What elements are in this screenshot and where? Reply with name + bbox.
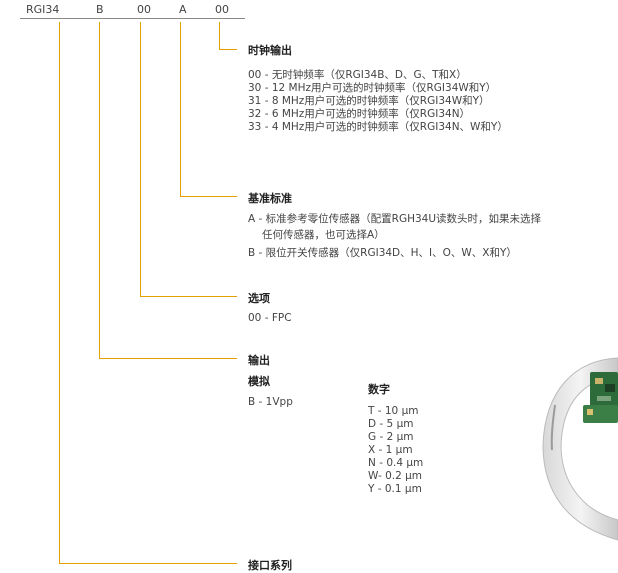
connector-options-v bbox=[140, 22, 141, 296]
code-clock: 00 bbox=[215, 3, 229, 16]
connector-reference-v bbox=[180, 22, 181, 196]
interface-board-illustration bbox=[542, 357, 618, 541]
options-title: 选项 bbox=[248, 292, 270, 305]
connector-options-h bbox=[140, 296, 237, 297]
clock-option: 31 - 8 MHz用户可选的时钟频率（仅RGI34W和Y） bbox=[248, 95, 490, 107]
analog-item: B - 1Vpp bbox=[248, 396, 293, 408]
connector-output-v bbox=[99, 22, 100, 358]
code-output: B bbox=[96, 3, 104, 16]
digital-list: T - 10 µm D - 5 µm G - 2 µm X - 1 µm N -… bbox=[368, 405, 423, 496]
connector-interface-v bbox=[59, 22, 60, 563]
connector-reference-h bbox=[180, 196, 237, 197]
code-options: 00 bbox=[137, 3, 151, 16]
digital-item: W- 0.2 µm bbox=[368, 470, 423, 482]
code-reference: A bbox=[179, 3, 187, 16]
connector-clock-v bbox=[219, 22, 220, 49]
digital-item: G - 2 µm bbox=[368, 431, 414, 443]
digital-item: X - 1 µm bbox=[368, 444, 413, 456]
digital-title: 数字 bbox=[368, 383, 390, 396]
clock-option: 00 - 无时钟频率（仅RGI34B、D、G、T和X） bbox=[248, 69, 467, 81]
reference-title: 基准标准 bbox=[248, 192, 292, 205]
digital-item: D - 5 µm bbox=[368, 418, 414, 430]
digital-item: Y - 0.1 µm bbox=[368, 483, 422, 495]
clock-output-title: 时钟输出 bbox=[248, 44, 292, 57]
product-image bbox=[535, 350, 618, 545]
connector-output-h bbox=[99, 358, 237, 359]
options-item: 00 - FPC bbox=[248, 312, 292, 324]
code-series: RGI34 bbox=[26, 3, 60, 16]
reference-option-b: B - 限位开关传感器（仅RGI34D、H、I、O、W、X和Y） bbox=[248, 247, 517, 259]
analog-title: 模拟 bbox=[248, 375, 270, 388]
clock-output-list: 00 - 无时钟频率（仅RGI34B、D、G、T和X） 30 - 12 MHz用… bbox=[248, 69, 508, 134]
reference-option-a-cont: 任何传感器，也可选择A） bbox=[262, 229, 385, 241]
connector-clock-h bbox=[219, 49, 237, 50]
digital-item: T - 10 µm bbox=[368, 405, 419, 417]
output-title: 输出 bbox=[248, 354, 270, 367]
interface-title: 接口系列 bbox=[248, 559, 292, 572]
clock-option: 32 - 6 MHz用户可选的时钟频率（仅RGI34N） bbox=[248, 108, 471, 120]
digital-item: N - 0.4 µm bbox=[368, 457, 424, 469]
reference-option-a: A - 标准参考零位传感器（配置RGH34U读数头时，如果未选择 bbox=[248, 213, 542, 225]
clock-option: 33 - 4 MHz用户可选的时钟频率（仅RGI34N、W和Y） bbox=[248, 121, 508, 133]
code-underline bbox=[20, 18, 245, 19]
clock-option: 30 - 12 MHz用户可选的时钟频率（仅RGI34W和Y） bbox=[248, 82, 497, 94]
connector-interface-h bbox=[59, 563, 237, 564]
